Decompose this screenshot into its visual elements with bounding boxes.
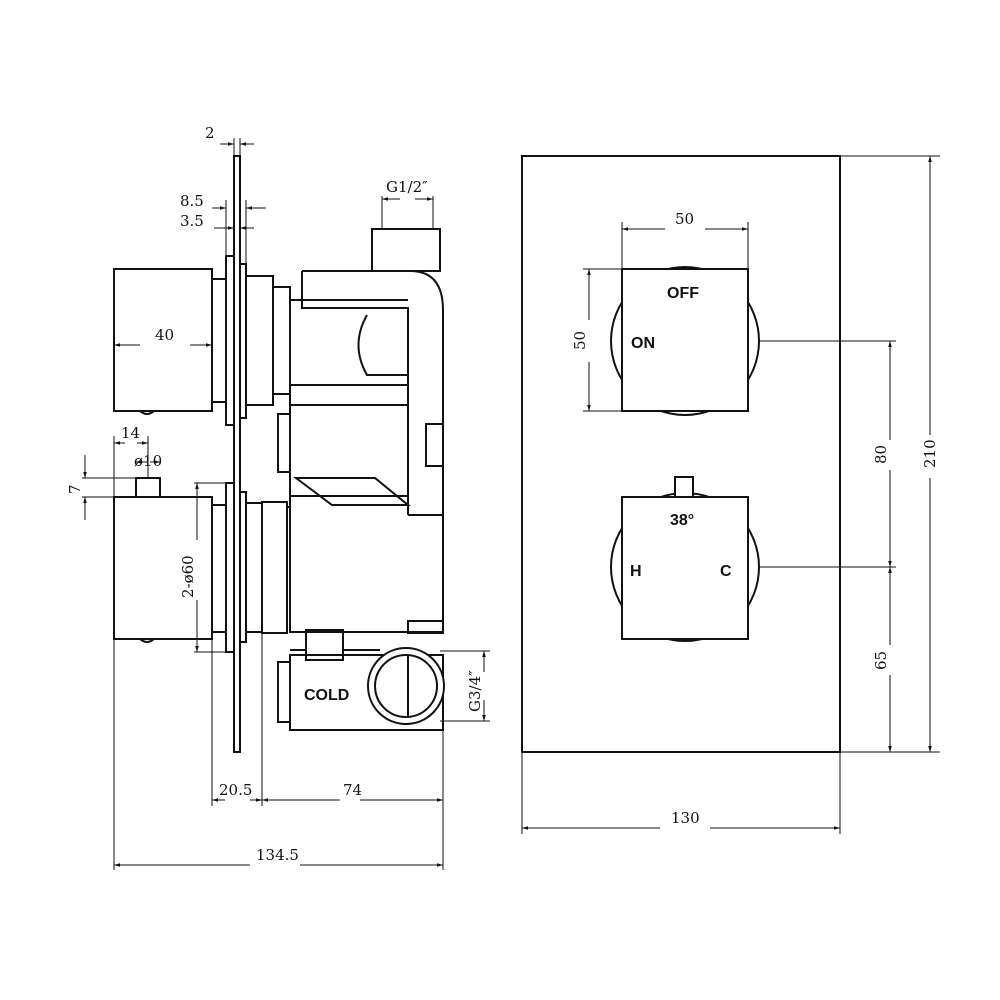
front-plate — [521, 155, 841, 753]
temp-label: 38° — [670, 512, 694, 529]
dim-outlet-thread: G1/2″ — [386, 178, 428, 196]
cold-inlet: COLD — [277, 620, 445, 731]
dim-flange-a: 8.5 — [180, 192, 204, 210]
side-view: COLD 2 8.5 3.5 G1/2″ 40 14 — [66, 124, 490, 870]
dim-pin-diameter: ø10 — [134, 452, 162, 470]
dim-lower-offset: 65 — [872, 651, 890, 670]
front-view: OFF ON 38° H C 50 50 80 65 — [521, 155, 940, 834]
hot-label: H — [630, 563, 642, 580]
temperature-pin — [135, 477, 161, 498]
off-label: OFF — [667, 285, 699, 302]
dim-knob-width: 50 — [675, 210, 694, 228]
temperature-pin — [674, 476, 694, 498]
dim-wall-gap: 20.5 — [219, 781, 252, 799]
dim-handle-diameter: 2-ø60 — [179, 555, 197, 598]
upper-knob: OFF ON — [610, 266, 760, 416]
upper-handle — [113, 255, 291, 426]
dim-knob-height: 50 — [571, 331, 589, 350]
lower-knob: 38° H C — [610, 476, 760, 642]
on-label: ON — [631, 335, 655, 352]
dim-body-depth: 74 — [343, 781, 362, 799]
dim-plate-width: 130 — [671, 809, 700, 827]
dim-plate-height: 210 — [921, 439, 939, 468]
dim-pin-offset: 14 — [121, 424, 140, 442]
dim-pin-height: 7 — [66, 484, 84, 494]
dim-inlet-thread: G3/4″ — [466, 670, 484, 712]
dim-knob-spacing: 80 — [872, 445, 890, 464]
front-dimensions: 50 50 80 65 210 130 — [521, 155, 940, 834]
cold-label: COLD — [304, 687, 349, 704]
dim-overall-depth: 134.5 — [256, 846, 299, 864]
dim-flange-b: 3.5 — [180, 212, 204, 230]
side-dimensions: 2 8.5 3.5 G1/2″ 40 14 ø10 7 — [66, 124, 490, 870]
valve-body — [277, 228, 444, 516]
cold-c-label: C — [720, 563, 732, 580]
dim-handle-depth: 40 — [155, 326, 174, 344]
dim-plate-thickness: 2 — [205, 124, 215, 142]
wall-plate — [233, 155, 241, 753]
lower-handle — [113, 477, 444, 653]
